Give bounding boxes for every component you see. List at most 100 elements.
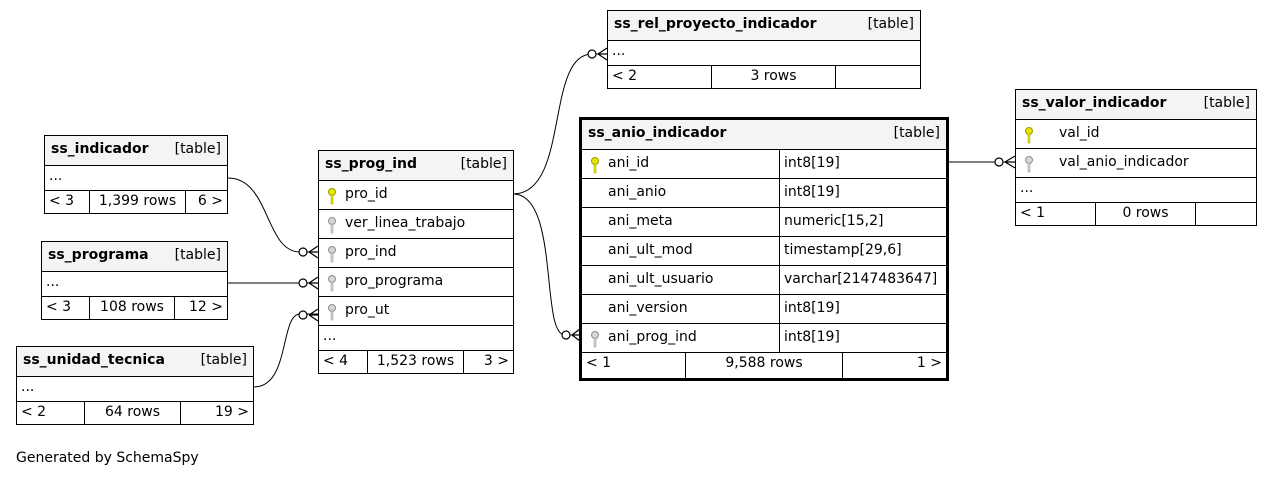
table-name[interactable]: ss_programa xyxy=(48,247,149,263)
table-ss-valor-indicador[interactable]: ss_valor_indicador [table] val_id val_an… xyxy=(1015,89,1257,226)
rows-cell: 0 rows xyxy=(1095,203,1195,225)
row-count: 1,523 rows xyxy=(376,353,455,369)
column-name: val_id xyxy=(1059,125,1100,141)
table-ss-programa[interactable]: ss_programa [table] ... < 3 108 rows 12 … xyxy=(41,241,228,320)
table-ss-anio-indicador[interactable]: ss_anio_indicador [table] ani_id int8[19… xyxy=(579,117,949,381)
column-row[interactable]: ani_prog_ind int8[19] xyxy=(582,323,946,352)
crowfoot-ani-prog-ind xyxy=(561,328,581,342)
parents-cell[interactable]: < 1 xyxy=(1016,203,1095,225)
column-row[interactable]: pro_ut xyxy=(319,296,513,325)
parents-cell[interactable]: < 3 xyxy=(42,297,89,319)
rows-cell: 64 rows xyxy=(84,402,180,424)
generated-by-label: Generated by SchemaSpy xyxy=(16,450,199,466)
table-footer: < 3 1,399 rows 6 > xyxy=(45,190,227,213)
table-header: ss_prog_ind [table] xyxy=(319,151,513,180)
link-indicador-pro-ind xyxy=(227,177,318,253)
column-row[interactable]: ani_anio int8[19] xyxy=(582,178,946,207)
parents-cell[interactable]: < 2 xyxy=(17,402,84,424)
children-cell[interactable]: 19 > xyxy=(180,402,253,424)
column-divider xyxy=(779,208,780,236)
parents-count: < 3 xyxy=(46,299,72,315)
column-row[interactable]: ver_linea_trabajo xyxy=(319,209,513,238)
parents-cell[interactable]: < 4 xyxy=(319,351,367,373)
primary-key-icon xyxy=(328,188,336,205)
column-type: int8[19] xyxy=(784,155,840,171)
table-type: [table] xyxy=(174,247,221,263)
column-row[interactable]: val_id xyxy=(1016,119,1256,148)
column-type: int8[19] xyxy=(784,300,840,316)
column-name: pro_ind xyxy=(345,244,397,260)
table-name[interactable]: ss_prog_ind xyxy=(325,156,418,172)
children-cell[interactable]: 3 > xyxy=(463,351,513,373)
column-row[interactable]: pro_programa xyxy=(319,267,513,296)
children-cell[interactable] xyxy=(1195,203,1256,225)
rows-cell: 1,399 rows xyxy=(89,191,185,213)
table-ss-prog-ind[interactable]: ss_prog_ind [table] pro_id ver_linea_tra… xyxy=(318,150,514,374)
table-header: ss_anio_indicador [table] xyxy=(582,120,946,149)
column-row[interactable]: ani_version int8[19] xyxy=(582,294,946,323)
table-header: ss_indicador [table] xyxy=(45,136,227,165)
more-columns: ... xyxy=(608,40,920,65)
more-columns: ... xyxy=(17,376,253,401)
table-header: ss_rel_proyecto_indicador [table] xyxy=(608,11,920,40)
table-footer: < 2 64 rows 19 > xyxy=(17,401,253,424)
column-divider xyxy=(779,295,780,323)
parents-count: < 4 xyxy=(323,353,349,369)
primary-key-icon xyxy=(591,157,599,174)
children-cell[interactable] xyxy=(835,66,920,88)
children-cell[interactable]: 6 > xyxy=(185,191,227,213)
table-type: [table] xyxy=(1203,95,1250,111)
table-name[interactable]: ss_rel_proyecto_indicador xyxy=(614,16,817,32)
rows-cell: 9,588 rows xyxy=(685,353,842,378)
column-name: ani_prog_ind xyxy=(608,329,697,345)
column-type: int8[19] xyxy=(784,184,840,200)
table-name[interactable]: ss_unidad_tecnica xyxy=(23,352,165,368)
column-type: varchar[2147483647] xyxy=(784,271,938,287)
column-name: ani_version xyxy=(608,300,688,316)
more-columns: ... xyxy=(42,271,227,296)
row-count: 0 rows xyxy=(1122,205,1169,221)
children-cell[interactable]: 12 > xyxy=(174,297,227,319)
column-row[interactable]: ani_id int8[19] xyxy=(582,149,946,178)
column-row[interactable]: ani_meta numeric[15,2] xyxy=(582,207,946,236)
parents-cell[interactable]: < 2 xyxy=(608,66,711,88)
parents-count: < 1 xyxy=(1020,205,1046,221)
column-name: ani_ult_mod xyxy=(608,242,693,258)
table-header: ss_unidad_tecnica [table] xyxy=(17,347,253,376)
table-footer: < 2 3 rows xyxy=(608,65,920,88)
table-type: [table] xyxy=(460,156,507,172)
column-row[interactable]: ani_ult_mod timestamp[29,6] xyxy=(582,236,946,265)
children-cell[interactable]: 1 > xyxy=(842,353,946,378)
table-footer: < 3 108 rows 12 > xyxy=(42,296,227,319)
rows-cell: 3 rows xyxy=(711,66,835,88)
table-footer: < 4 1,523 rows 3 > xyxy=(319,350,513,373)
table-type: [table] xyxy=(893,125,940,141)
column-row[interactable]: ani_ult_usuario varchar[2147483647] xyxy=(582,265,946,294)
table-header: ss_valor_indicador [table] xyxy=(1016,90,1256,119)
column-row[interactable]: val_anio_indicador xyxy=(1016,148,1256,177)
ellipsis: ... xyxy=(612,43,626,59)
table-name[interactable]: ss_valor_indicador xyxy=(1022,95,1167,111)
column-row[interactable]: pro_ind xyxy=(319,238,513,267)
column-name: val_anio_indicador xyxy=(1059,154,1189,170)
table-type: [table] xyxy=(867,16,914,32)
table-ss-indicador[interactable]: ss_indicador [table] ... < 3 1,399 rows … xyxy=(44,135,228,214)
parents-cell[interactable]: < 1 xyxy=(582,353,685,378)
children-count: 12 > xyxy=(189,299,223,315)
ellipsis: ... xyxy=(46,274,60,290)
parents-count: < 1 xyxy=(586,355,612,371)
parents-count: < 2 xyxy=(612,68,638,84)
parents-cell[interactable]: < 3 xyxy=(45,191,89,213)
column-row[interactable]: pro_id xyxy=(319,180,513,209)
column-name: ani_anio xyxy=(608,184,667,200)
crowfoot-val-anio xyxy=(994,155,1016,169)
foreign-key-icon xyxy=(328,217,336,234)
row-count: 64 rows xyxy=(104,404,161,420)
table-ss-rel-proyecto-indicador[interactable]: ss_rel_proyecto_indicador [table] ... < … xyxy=(607,10,921,89)
table-name[interactable]: ss_anio_indicador xyxy=(588,125,727,141)
column-divider xyxy=(779,266,780,294)
table-name[interactable]: ss_indicador xyxy=(51,141,149,157)
column-name: ani_ult_usuario xyxy=(608,271,714,287)
ellipsis: ... xyxy=(1020,180,1034,196)
table-ss-unidad-tecnica[interactable]: ss_unidad_tecnica [table] ... < 2 64 row… xyxy=(16,346,254,425)
